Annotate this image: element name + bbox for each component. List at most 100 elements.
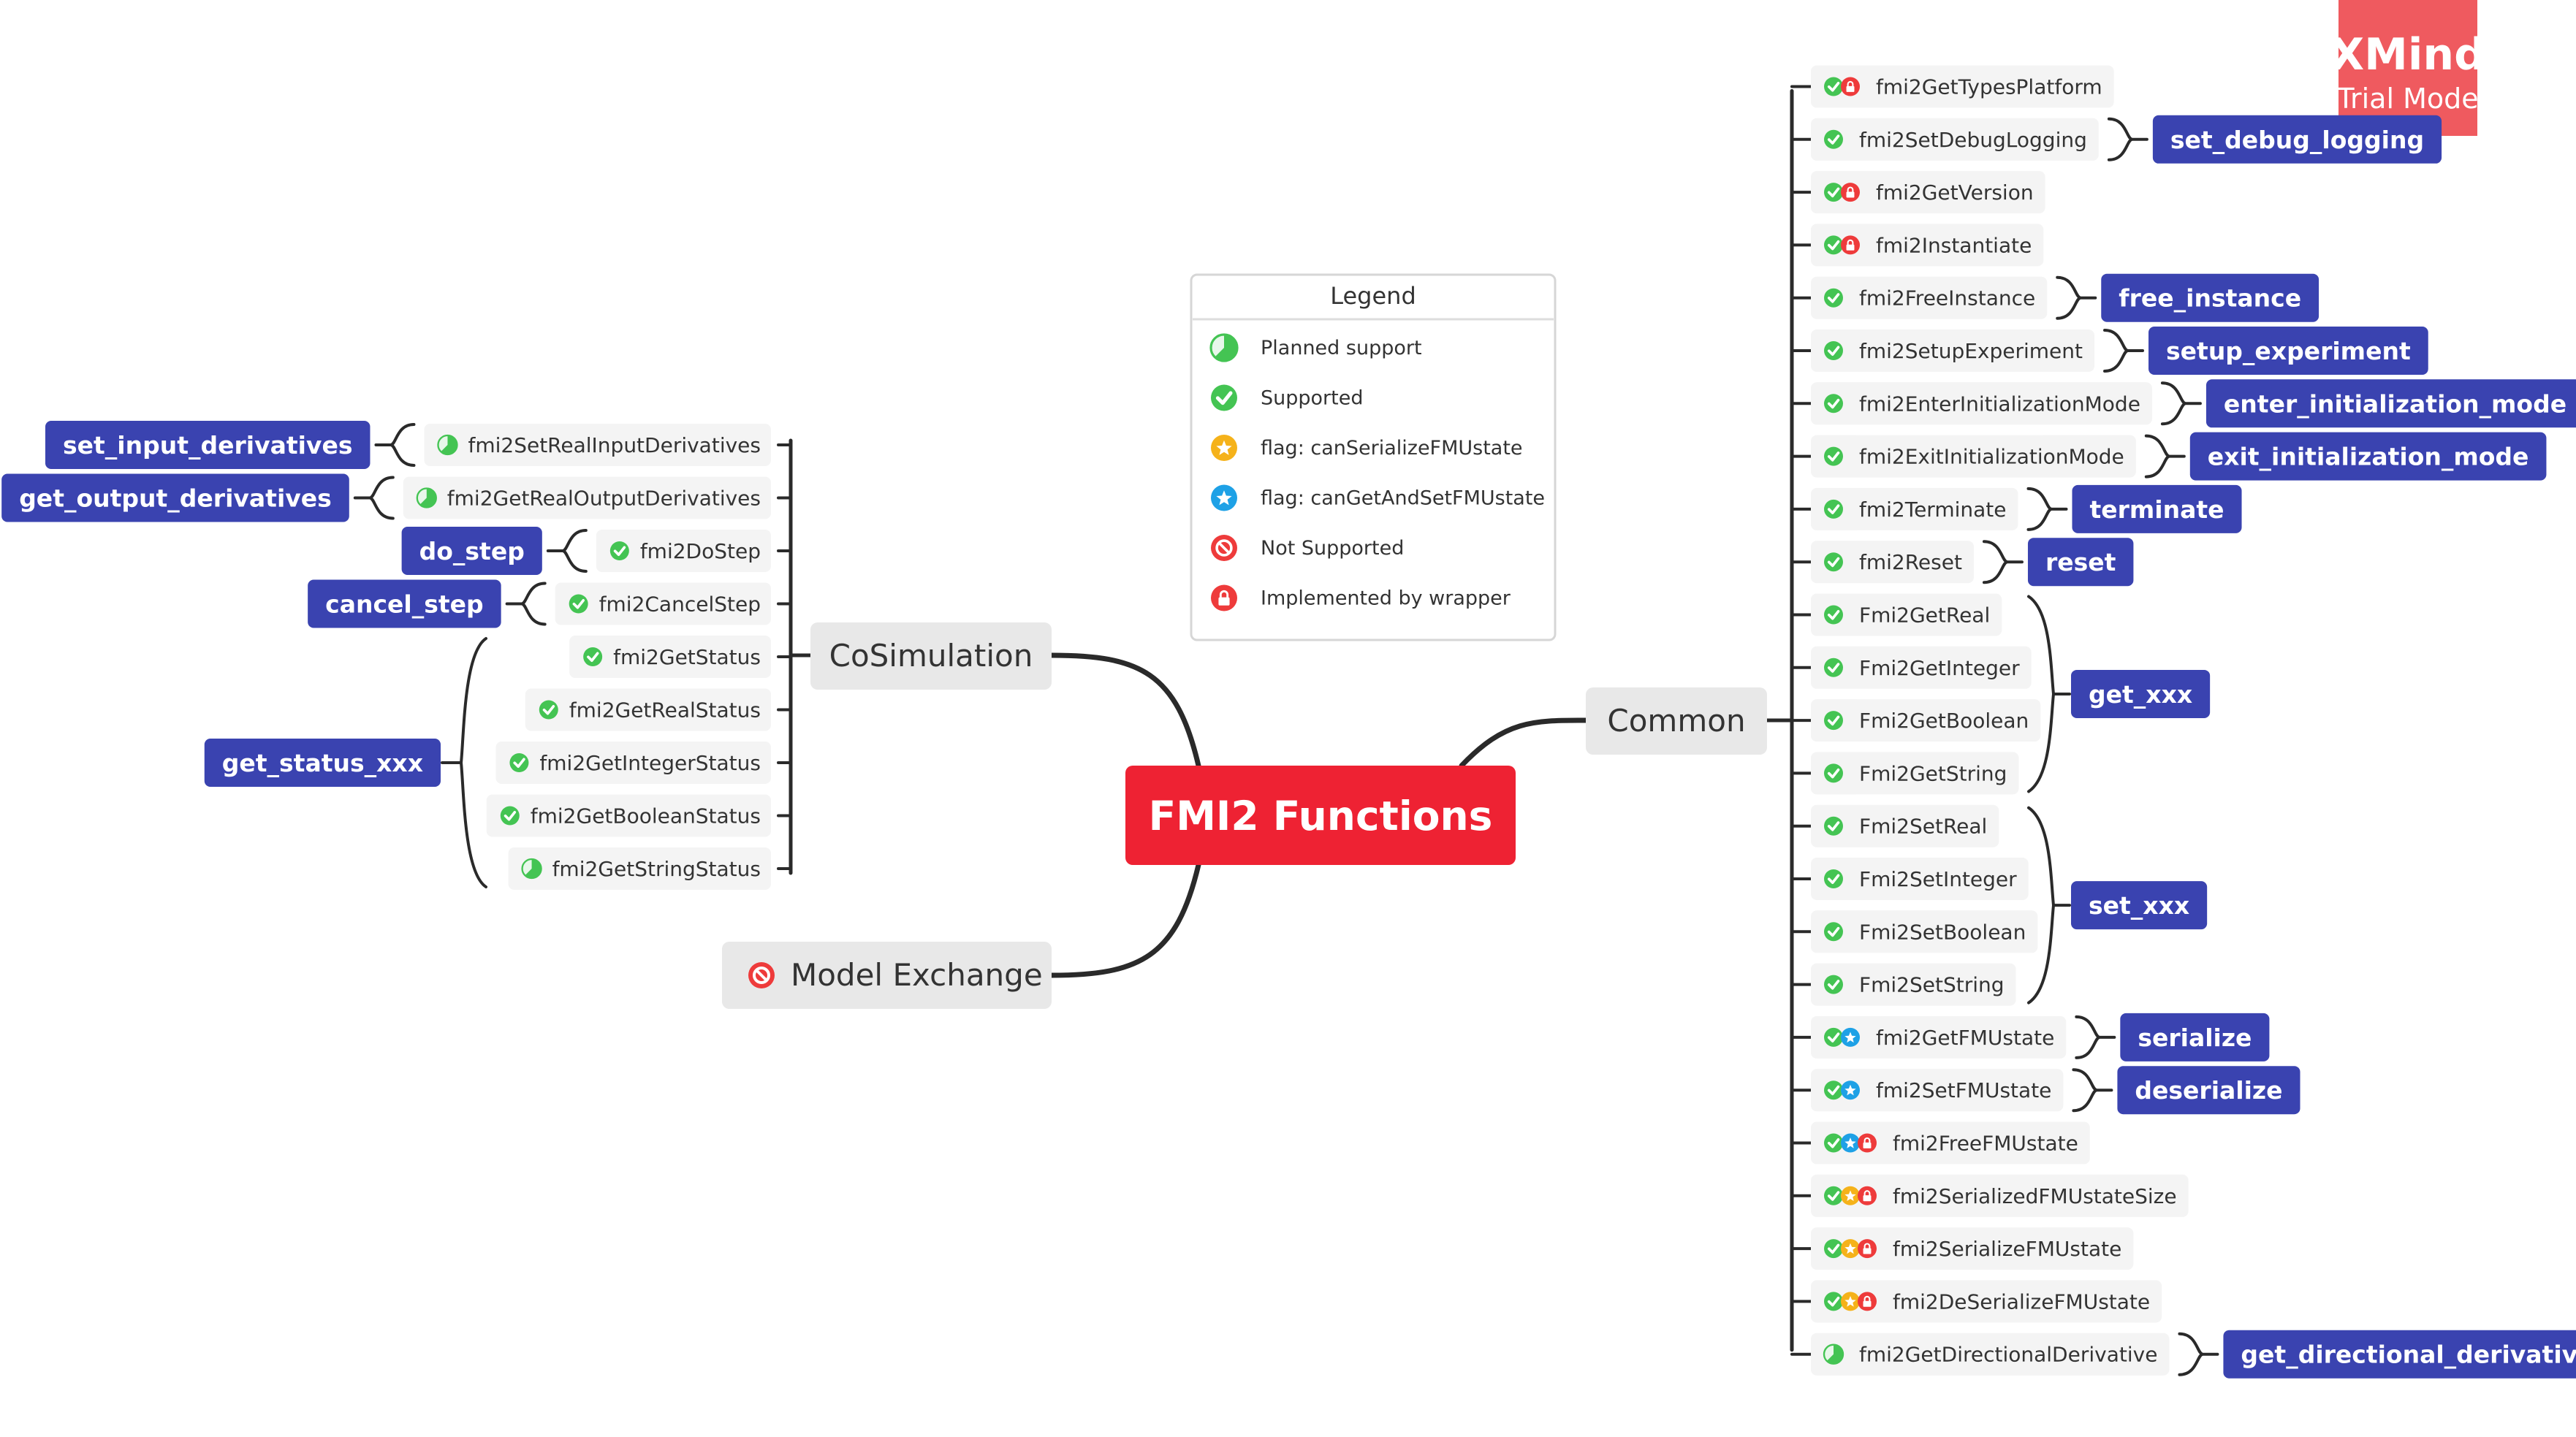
watermark-background [2338,0,2477,136]
tag-label: enter_initialization_mode [2224,389,2566,418]
common-item-fmi2serializefmustate[interactable]: fmi2SerializeFMUstate [1811,1227,2134,1270]
legend-item-serialize: flag: canSerializeFMUstate [1211,435,1523,461]
tag-label: set_input_derivatives [63,431,352,460]
tag-reset[interactable]: reset [2027,538,2134,587]
tag-get-output-derivatives[interactable]: get_output_derivatives [1,473,349,522]
branch-cosimulation[interactable]: CoSimulation [810,622,1052,690]
cosim-item-fmi2getrealoutputderivatives[interactable]: fmi2GetRealOutputDerivatives [403,476,771,519]
common-item-fmi2setinteger[interactable]: Fmi2SetInteger [1811,858,2029,900]
tag-deserialize[interactable]: deserialize [2117,1066,2300,1115]
tag-do-step[interactable]: do_step [401,527,542,575]
tag-cancel-step[interactable]: cancel_step [308,579,501,628]
common-item-fmi2setupexperiment[interactable]: fmi2SetupExperiment [1811,329,2095,372]
branch-model-exchange[interactable]: Model Exchange [722,942,1052,1009]
common-item-fmi2terminate[interactable]: fmi2Terminate [1811,487,2018,530]
common-item-fmi2serializedfmustatesize[interactable]: fmi2SerializedFMUstateSize [1811,1174,2189,1217]
branch-common[interactable]: Common [1586,687,1767,755]
supported-icon [1824,499,1843,519]
supported-icon [500,806,520,826]
tag-terminate[interactable]: terminate [2072,484,2242,533]
item-label: fmi2GetDirectionalDerivative [1859,1343,2157,1367]
legend-item-getset: flag: canGetAndSetFMUstate [1211,484,1545,511]
common-item-fmi2getstring[interactable]: Fmi2GetString [1811,752,2019,795]
cosim-item-fmi2getrealstatus[interactable]: fmi2GetRealStatus [525,688,771,731]
cosim-item-fmi2getstringstatus[interactable]: fmi2GetStringStatus [508,847,771,890]
planned-support-icon [416,487,437,508]
supported-icon [1824,922,1843,942]
legend-item-wrapper: Implemented by wrapper [1211,584,1511,611]
common-item-fmi2getboolean[interactable]: Fmi2GetBoolean [1811,699,2041,742]
tag-setup-experiment[interactable]: setup_experiment [2148,327,2428,375]
legend-item-label: Implemented by wrapper [1261,587,1511,610]
tag-label: get_directional_derivative [2241,1341,2576,1369]
supported-icon [609,541,629,560]
supported-icon [1824,183,1843,202]
common-item-fmi2setfmustate[interactable]: fmi2SetFMUstate [1811,1069,2064,1112]
common-item-fmi2getreal[interactable]: Fmi2GetReal [1811,593,2002,636]
common-item-fmi2setboolean[interactable]: Fmi2SetBoolean [1811,910,2038,953]
tag-free-instance[interactable]: free_instance [2101,273,2319,322]
item-label: fmi2GetVersion [1876,180,2034,205]
tag-exit-initialization-mode[interactable]: exit_initialization_mode [2189,432,2547,481]
branch-cosimulation-label: CoSimulation [829,638,1033,674]
tag-get-directional-derivative[interactable]: get_directional_derivative [2223,1330,2576,1379]
common-item-fmi2getinteger[interactable]: Fmi2GetInteger [1811,646,2032,689]
tag-get-xxx[interactable]: get_xxx [2071,669,2211,718]
common-item-fmi2setstring[interactable]: Fmi2SetString [1811,963,2016,1006]
supported-icon [1824,1186,1843,1205]
serialize-star-icon [1211,435,1237,461]
serialize-star-icon [1841,1239,1860,1259]
cosim-item-fmi2getstatus[interactable]: fmi2GetStatus [569,636,771,678]
cosim-item-fmi2getintegerstatus[interactable]: fmi2GetIntegerStatus [495,742,771,784]
common-item-fmi2freefmustate[interactable]: fmi2FreeFMUstate [1811,1121,2090,1165]
planned-support-icon [1209,333,1239,362]
legend-title: Legend [1330,282,1416,310]
tag-label: exit_initialization_mode [2208,443,2529,471]
common-item-fmi2gettypesplatform[interactable]: fmi2GetTypesPlatform [1811,65,2114,108]
branch-cosimulation-box[interactable] [810,622,1052,690]
common-item-fmi2getfmustate[interactable]: fmi2GetFMUstate [1811,1015,2067,1059]
cosim-item-fmi2setrealinputderivatives[interactable]: fmi2SetRealInputDerivatives [424,424,771,466]
supported-icon [1824,1133,1843,1153]
item-label: Fmi2GetString [1859,761,2007,785]
common-item-fmi2getdirectionalderivative[interactable]: fmi2GetDirectionalDerivative [1811,1333,2170,1376]
common-item-fmi2freeinstance[interactable]: fmi2FreeInstance [1811,276,2048,319]
branch-model-exchange-box[interactable] [722,942,1052,1009]
branch-common-label: Common [1607,703,1745,739]
supported-icon [1824,763,1843,783]
common-item-fmi2exitinitializationmode[interactable]: fmi2ExitInitializationMode [1811,435,2136,478]
common-item-fmi2instantiate[interactable]: fmi2Instantiate [1811,224,2044,267]
cosim-item-fmi2dostep[interactable]: fmi2DoStep [596,530,771,572]
cosim-item-fmi2cancelstep[interactable]: fmi2CancelStep [555,582,771,625]
common-item-fmi2getversion[interactable]: fmi2GetVersion [1811,171,2045,214]
tag-set-debug-logging[interactable]: set_debug_logging [2152,115,2442,164]
xmind-watermark: XMind Trial Mode [2330,0,2485,136]
root-topic[interactable]: FMI2 Functions [1125,766,1516,865]
legend-item-supported: Supported [1211,384,1363,411]
tag-label: reset [2045,548,2116,576]
common-item-fmi2setdebuglogging[interactable]: fmi2SetDebugLogging [1811,118,2099,161]
legend-item-label: flag: canGetAndSetFMUstate [1261,487,1545,510]
tag-get-status-xxx[interactable]: get_status_xxx [204,739,441,787]
cosim-item-fmi2getbooleanstatus[interactable]: fmi2GetBooleanStatus [486,794,771,837]
tag-label: free_instance [2119,284,2301,313]
common-item-fmi2setreal[interactable]: Fmi2SetReal [1811,804,1999,847]
getset-star-icon [1841,1133,1860,1153]
getset-star-icon [1211,484,1237,511]
root-topic-box[interactable] [1125,766,1516,865]
item-label: fmi2Reset [1859,550,1962,574]
tag-set-xxx[interactable]: set_xxx [2071,881,2208,930]
common-item-fmi2reset[interactable]: fmi2Reset [1811,541,1974,584]
supported-icon [1824,341,1843,360]
legend-item-label: Supported [1261,387,1363,410]
tag-serialize[interactable]: serialize [2120,1013,2270,1061]
common-item-fmi2deserializefmustate[interactable]: fmi2DeSerializeFMUstate [1811,1280,2162,1323]
tag-enter-initialization-mode[interactable]: enter_initialization_mode [2205,379,2576,428]
common-item-fmi2enterinitializationmode[interactable]: fmi2EnterInitializationMode [1811,382,2152,425]
supported-icon [1824,1292,1843,1311]
branch-common-box[interactable] [1586,687,1767,755]
tag-set-input-derivatives[interactable]: set_input_derivatives [45,421,371,469]
tag-label: get_output_derivatives [19,484,332,513]
supported-icon [1824,288,1843,308]
